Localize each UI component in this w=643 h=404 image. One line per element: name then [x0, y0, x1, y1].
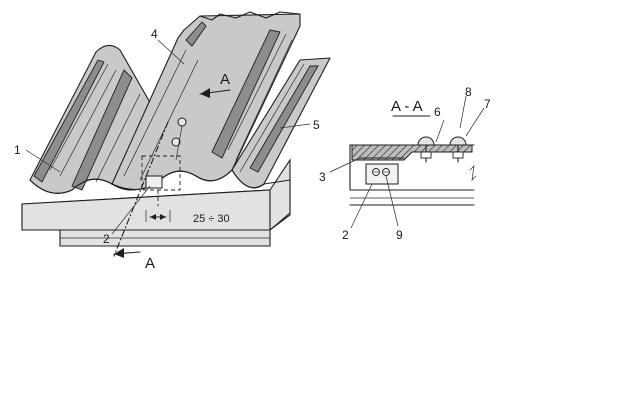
- callout-2-section: 2: [342, 228, 349, 242]
- callout-7: 7: [484, 97, 491, 111]
- section-callouts: 3 2 9 6 8 7: [319, 85, 491, 242]
- section-marker-bottom: A: [145, 255, 155, 272]
- section-bolts: [417, 136, 467, 163]
- corrugated-sheet-right: [231, 57, 331, 189]
- callout-1: 1: [14, 143, 21, 157]
- callouts: 1 4 5 2: [14, 27, 320, 246]
- section-marker-top: A: [220, 71, 230, 88]
- bolt-head-icon: [171, 137, 181, 147]
- callout-4: 4: [151, 27, 158, 41]
- callout-5: 5: [313, 118, 320, 132]
- dimension-label: 25 ÷ 30: [193, 213, 230, 225]
- section-clamp: [365, 163, 399, 185]
- callout-2: 2: [103, 232, 110, 246]
- section-title: A - A: [391, 98, 423, 115]
- bolt-head-icon: [417, 136, 435, 146]
- bolt-head-icon: [449, 136, 467, 146]
- section-arrow-top: A: [199, 71, 231, 98]
- fastener-hook: [141, 117, 187, 206]
- callout-8: 8: [465, 85, 472, 99]
- callout-9: 9: [396, 228, 403, 242]
- callout-6: 6: [434, 105, 441, 119]
- section-arrow-bottom: A: [113, 121, 169, 272]
- isometric-assembly: 25 ÷ 30 A A 1 4 5 2: [14, 11, 331, 272]
- callout-3: 3: [319, 170, 326, 184]
- section-view: A - A: [319, 85, 491, 242]
- section-sheet: [351, 144, 473, 161]
- bolt-head-icon: [177, 117, 187, 127]
- dimension-mark: 25 ÷ 30: [145, 210, 230, 225]
